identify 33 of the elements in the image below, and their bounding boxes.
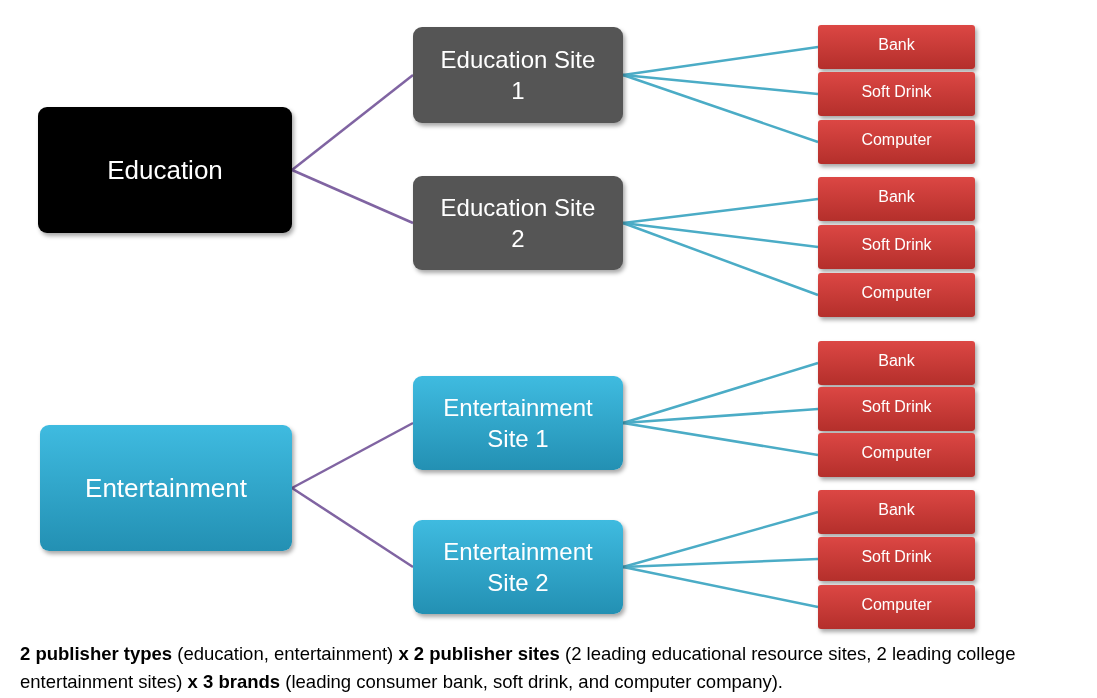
connector-line xyxy=(291,74,414,171)
brand-box: Soft Drink xyxy=(818,537,975,581)
publisher-site-box: Education Site 1 xyxy=(413,27,623,123)
connector-line xyxy=(622,197,819,225)
connector-line xyxy=(622,510,819,569)
caption: 2 publisher types (education, entertainment) x 2 publisher sites (2 leading educational resource sites, 2 leading college entertainment sites) x 3 brands (leading consumer bank, soft drink, and computer company). xyxy=(20,642,1017,694)
connector-line xyxy=(622,361,819,425)
brand-box: Computer xyxy=(818,585,975,629)
brand-box: Computer xyxy=(818,120,975,164)
connector-line xyxy=(291,486,414,569)
connector-line xyxy=(291,421,414,490)
publisher-site-box: Entertainment Site 2 xyxy=(413,520,623,614)
connector-line xyxy=(291,168,414,225)
brand-box: Soft Drink xyxy=(818,387,975,431)
brand-box: Bank xyxy=(818,341,975,385)
brand-box: Bank xyxy=(818,177,975,221)
connector-line xyxy=(622,221,819,249)
connector-line xyxy=(622,73,819,144)
publisher-site-box: Education Site 2 xyxy=(413,176,623,270)
connector-line xyxy=(622,221,819,297)
connector-line xyxy=(622,73,819,96)
publisher-type-box: Education xyxy=(38,107,292,233)
connector-line xyxy=(622,421,819,457)
connector-line xyxy=(622,45,819,77)
brand-box: Soft Drink xyxy=(818,72,975,116)
publisher-site-box: Entertainment Site 1 xyxy=(413,376,623,470)
brand-box: Computer xyxy=(818,273,975,317)
brand-box: Bank xyxy=(818,25,975,69)
connector-line xyxy=(622,565,819,609)
brand-box: Bank xyxy=(818,490,975,534)
brand-box: Soft Drink xyxy=(818,225,975,269)
brand-box: Computer xyxy=(818,433,975,477)
publisher-type-box: Entertainment xyxy=(40,425,292,551)
